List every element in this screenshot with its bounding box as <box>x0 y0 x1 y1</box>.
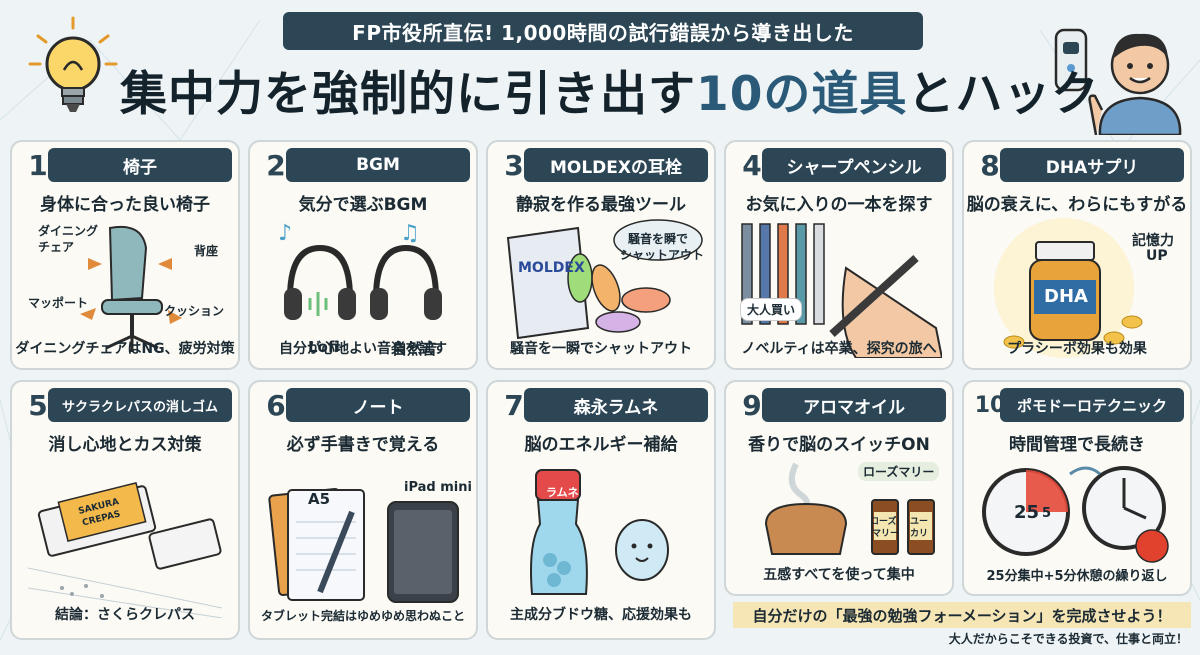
timer-illustration <box>982 466 1169 563</box>
aroma-illustration <box>764 462 935 555</box>
label-support: マッポート <box>28 296 89 310</box>
card-subtitle: 気分で選ぶBGM <box>298 195 428 215</box>
title-end: とハック <box>907 67 1100 122</box>
ramune-illustration <box>530 469 669 595</box>
card-subtitle: 脳のエネルギー補給 <box>524 435 678 455</box>
card-subtitle: お気に入りの一本を探す <box>745 195 933 215</box>
chair-illustration <box>80 226 182 352</box>
headphones-illustration: ♪♫ <box>278 221 442 320</box>
title-accent: 10の道具 <box>696 67 908 122</box>
card-eraser: 5 サクラクレパスの消しゴム 消し心地とカス対策 SAKURA CREPAS 結… <box>10 380 240 640</box>
card-title: 森永ラムネ <box>524 388 708 422</box>
eraser-illustration <box>27 482 223 618</box>
card-title: BGM <box>286 148 470 182</box>
label-rose: ローズ <box>870 517 897 527</box>
card-title: DHAサプリ <box>1000 148 1184 182</box>
label-noise: 騒音を瞬で <box>628 232 689 246</box>
card-pencil: 4 シャープペンシル お気に入りの一本を探す 大人買い ノベルティは卒業、探究の… <box>724 140 954 370</box>
card-title: MOLDEXの耳栓 <box>524 148 708 182</box>
card-subtitle: 必ず手書きで覚える <box>286 435 440 455</box>
card-title: アロマオイル <box>762 388 946 422</box>
card-pomodoro: 10 ポモドーロテクニック 時間管理で長続き 25 5 25分集中+5分休憩の繰… <box>962 380 1192 596</box>
card-number: 4 <box>742 148 762 182</box>
label-cushion: クッション <box>164 304 225 318</box>
svg-text:♫: ♫ <box>400 221 420 246</box>
label-backrest: 背座 <box>194 244 219 258</box>
label-nature: 自然音 <box>392 340 438 358</box>
label-dha-bottle: DHA <box>1044 286 1088 307</box>
label-ipad: iPad mini <box>404 480 472 495</box>
bottom-banner: 自分だけの「最強の勉強フォーメーション」を完成させよう！ <box>733 602 1191 628</box>
card-subtitle: 身体に合った良い椅子 <box>40 195 210 215</box>
card-title: サクラクレパスの消しゴム <box>48 388 232 422</box>
card-footer: 自分が心地よい音楽を試す <box>279 341 447 357</box>
card-chair: 1 椅子 身体に合った良い椅子 ダイニング チェア 背座 マッポート クッション… <box>10 140 240 370</box>
card-ramune: 7 森永ラムネ 脳のエネルギー補給 ラムネ 主成分ブドウ糖、応援効果も <box>486 380 716 640</box>
earplugs-illustration <box>506 219 703 340</box>
label-up: UP <box>1146 248 1168 264</box>
page-title: 集中力を強制的に引き出す10の道具とハック <box>120 60 1098 130</box>
title-main: 集中力を強制的に引き出す <box>120 67 696 122</box>
label-memory: 記憶力 <box>1132 233 1174 249</box>
label-moldex-brand: MOLDEX <box>518 260 585 276</box>
notebook-illustration <box>268 488 459 603</box>
card-footer: ダイニングチェアはNG、疲労対策 <box>15 341 235 357</box>
card-dha: 8 DHAサプリ 脳の衰えに、わらにもすがる DHA 記憶力 UP プラシーボ効… <box>962 140 1192 370</box>
lightbulb-icon <box>28 16 118 112</box>
pencils-illustration <box>741 223 942 358</box>
card-number: 5 <box>28 388 48 422</box>
card-number: 1 <box>28 148 48 182</box>
card-number: 2 <box>266 148 286 182</box>
card-number: 7 <box>504 388 524 422</box>
card-number: 8 <box>980 148 1000 182</box>
card-footer: 五感すべてを使って集中 <box>763 567 915 583</box>
card-title: シャープペンシル <box>762 148 946 182</box>
card-subtitle: 時間管理で長続き <box>1009 435 1145 455</box>
card-number: 3 <box>504 148 524 182</box>
card-footer: 25分集中+5分休憩の繰り返し <box>986 569 1168 584</box>
card-subtitle: 消し心地とカス対策 <box>48 435 202 455</box>
label-mary: マリー <box>872 529 900 539</box>
card-footer: 主成分ブドウ糖、応援効果も <box>510 607 692 623</box>
card-footer: タブレット完結はゆめゆめ思わぬこと <box>260 609 465 623</box>
svg-text:♪: ♪ <box>278 221 292 246</box>
label-kali: カリ <box>910 529 929 539</box>
label-bulk-buy: 大人買い <box>740 298 803 321</box>
card-notebook: 6 ノート 必ず手書きで覚える A5 iPad mini タブレット完結はゆめゆ… <box>248 380 478 640</box>
label-ramune: ラムネ <box>546 486 579 499</box>
card-footer: ノベルティは卒業、探究の旅へ <box>741 341 937 357</box>
label-eu: ユー <box>910 517 929 527</box>
label-25: 25 <box>1014 502 1040 523</box>
card-subtitle: 香りで脳のスイッチON <box>748 435 930 455</box>
label-rosemary: ローズマリー <box>858 462 940 481</box>
card-earplugs: 3 MOLDEXの耳栓 静寂を作る最強ツール 騒音を瞬で シャットアウト MOL… <box>486 140 716 370</box>
top-banner: FP市役所直伝! 1,000時間の試行錯誤から導き出した <box>283 12 923 50</box>
label-dining: ダイニング <box>38 224 99 238</box>
label-shutout: シャットアウト <box>620 248 705 262</box>
label-chair: チェア <box>38 240 75 254</box>
card-title: 椅子 <box>48 148 232 182</box>
label-a5: A5 <box>308 490 331 508</box>
card-footer: 騒音を一瞬でシャットアウト <box>510 341 692 357</box>
label-5: 5 <box>1042 506 1052 521</box>
card-number: 6 <box>266 388 286 422</box>
card-subtitle: 静寂を作る最強ツール <box>516 195 686 215</box>
card-subtitle: 脳の衰えに、わらにもすがる <box>966 195 1188 215</box>
presenter-illustration <box>1054 28 1182 135</box>
card-title: ノート <box>286 388 470 422</box>
bottom-subtitle: 大人だからこそできる投資で、仕事と両立！ <box>948 632 1188 646</box>
supplement-illustration <box>994 218 1143 358</box>
card-title: ポモドーロテクニック <box>1000 388 1184 422</box>
card-bgm: 2 BGM 気分で選ぶBGM ♪♫ Lofi 自然音 自分が心地よい音楽を試す <box>248 140 478 370</box>
card-aroma: 9 アロマオイル 香りで脳のスイッチON ローズマリー ローズ マリー ユー カ… <box>724 380 954 596</box>
card-footer: プラシーボ効果も効果 <box>1007 341 1147 357</box>
card-number: 9 <box>742 388 762 422</box>
label-lofi: Lofi <box>308 338 339 356</box>
card-footer: 結論：さくらクレパス <box>55 607 195 623</box>
